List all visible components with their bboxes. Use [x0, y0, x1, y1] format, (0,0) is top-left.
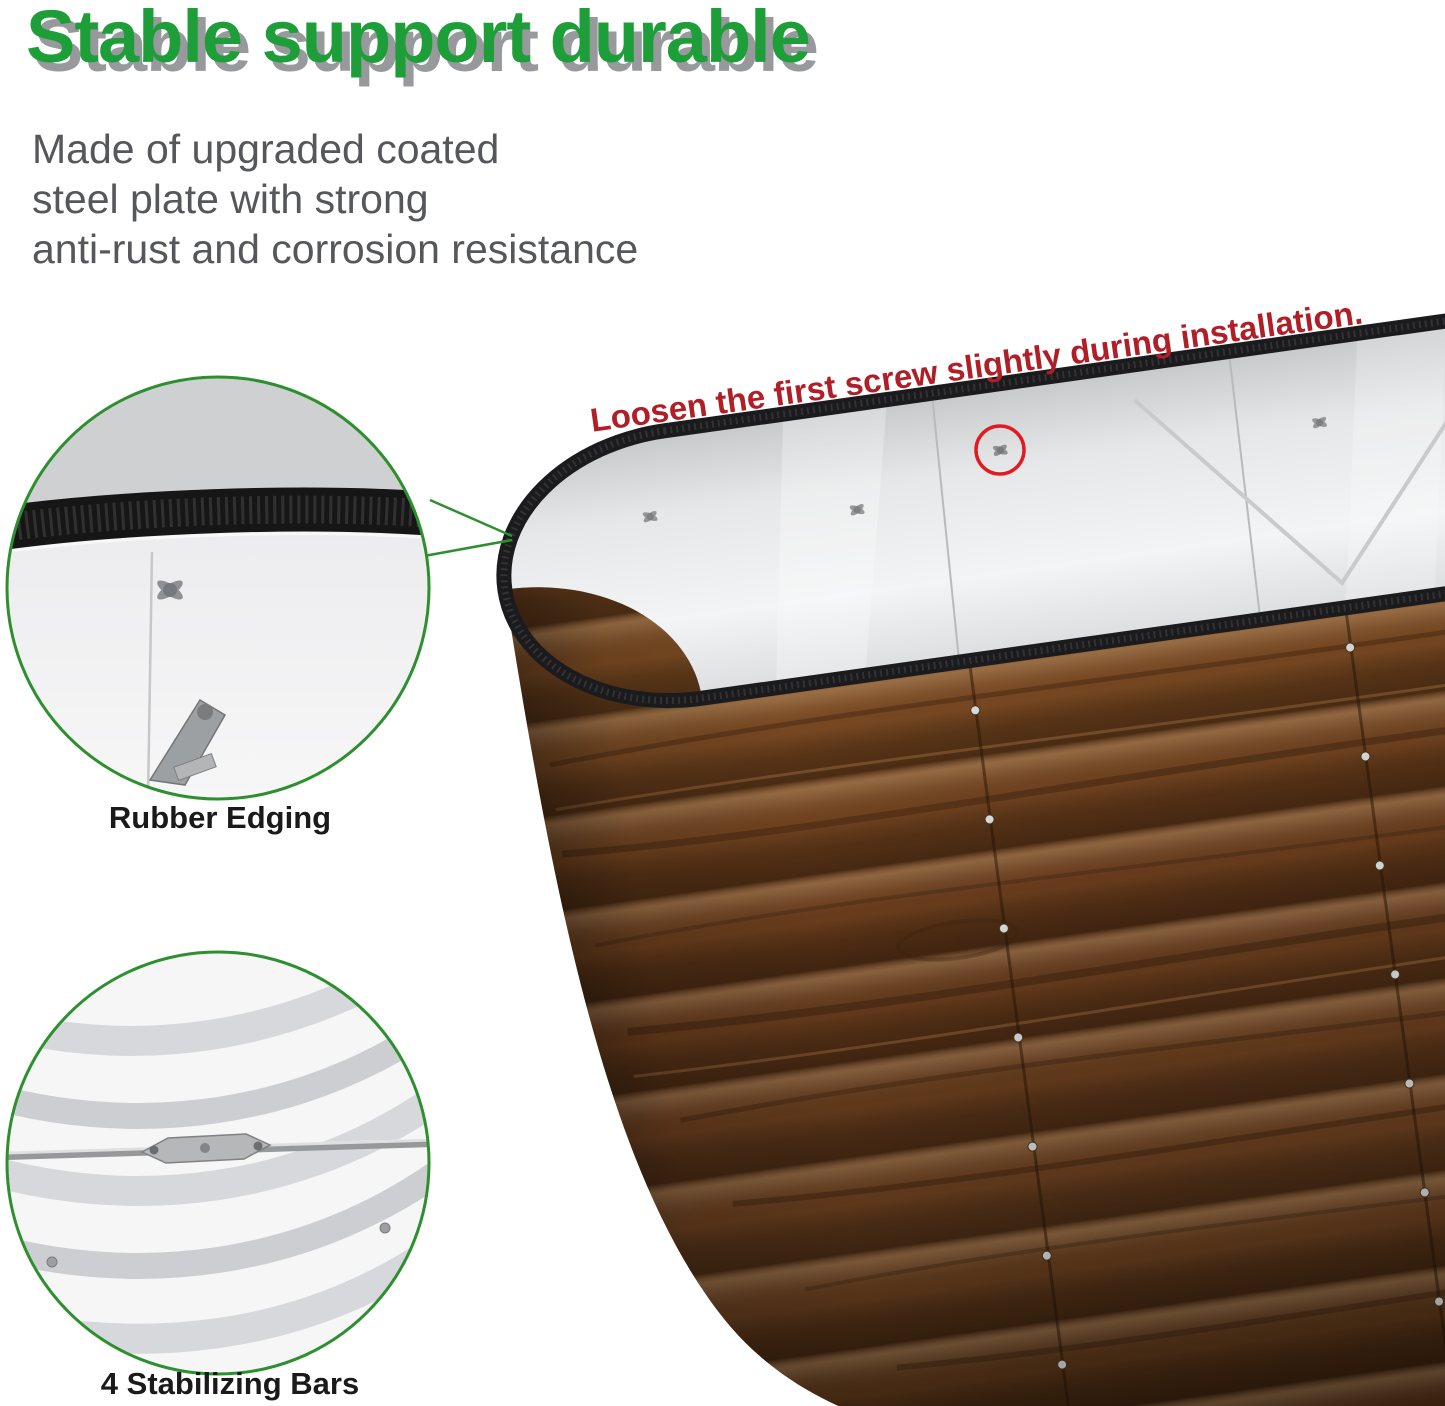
product-description: Made of upgraded coated steel plate with… [32, 126, 639, 273]
stabilizing-bars-callout [5, 950, 431, 1376]
callout-ring [5, 950, 431, 1376]
wing-screw-closeup [157, 580, 183, 600]
rubber-edging-label: Rubber Edging [108, 800, 332, 835]
callout-connector-lines [423, 498, 513, 558]
wing-screw [849, 504, 865, 516]
stabilizing-bars-label: 4 Stabilizing Bars [100, 1366, 360, 1401]
stabilizing-rods [1133, 324, 1445, 587]
garden-bed [486, 275, 1445, 1406]
wing-screw [642, 510, 658, 523]
bed-interior-details [642, 320, 1445, 688]
wing-screw [1312, 416, 1327, 429]
callout-ring [5, 375, 431, 801]
stabilizing-bar-closeup [7, 1133, 429, 1164]
bed-front-wall [504, 408, 1445, 1406]
screw-dot [46, 1256, 58, 1268]
rubber-edging-callout [5, 375, 431, 801]
screw-highlight-circle [974, 424, 1026, 476]
screw-dot [379, 1222, 391, 1234]
clamp-tool [148, 698, 227, 786]
wing-screw-highlighted [992, 444, 1008, 456]
page-title: Stable support durable [26, 0, 811, 78]
